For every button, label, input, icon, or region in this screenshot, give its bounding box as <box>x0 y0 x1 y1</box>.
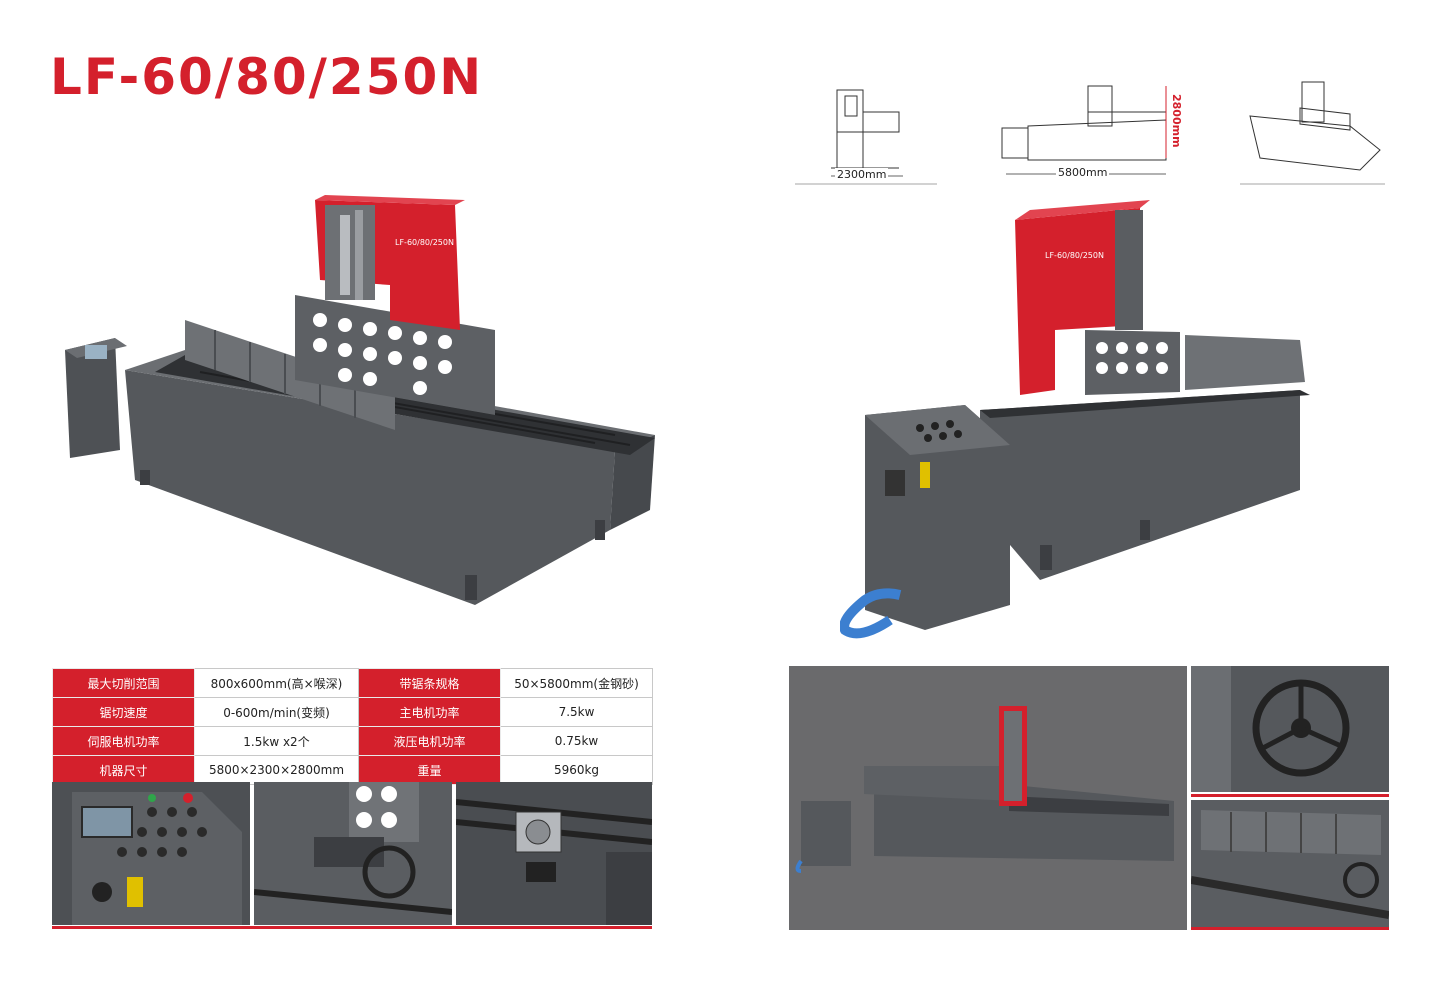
spec-row: 机器尺寸 5800×2300×2800mm 重量 5960kg <box>52 755 653 785</box>
handwheel-icon <box>362 845 416 899</box>
spec-label: 主电机功率 <box>358 697 501 727</box>
spec-row: 最大切削范围 800x600mm(高×喉深) 带锯条规格 50×5800mm(金… <box>52 668 653 698</box>
drawing-front-view: 5800mm 2800mm <box>998 82 1188 190</box>
spec-value: 5800×2300×2800mm <box>194 755 359 785</box>
spec-label: 液压电机功率 <box>358 726 501 756</box>
spec-label: 重量 <box>358 755 501 785</box>
saw-wheel-icon <box>1252 679 1350 777</box>
spec-value: 7.5kw <box>500 697 653 727</box>
dim-height-label: 2800mm <box>1170 92 1183 150</box>
machine-label-right: LF-60/80/250N <box>1045 251 1104 260</box>
photo-strip-accent <box>52 926 652 929</box>
detail-photo-fence <box>1191 800 1389 927</box>
spec-label: 伺服电机功率 <box>52 726 195 756</box>
spec-label: 带锯条规格 <box>358 668 501 698</box>
dim-width-label: 2300mm <box>835 168 889 181</box>
detail-photo-gearbox <box>456 782 652 925</box>
spec-value: 0-600m/min(变频) <box>194 697 359 727</box>
photo-accent-fence <box>1191 927 1389 930</box>
right-machine-image: LF-60/80/250N <box>840 200 1350 650</box>
detail-photo-saw-wheel <box>1191 666 1389 792</box>
drawing-side-view: 2300mm <box>795 82 937 190</box>
spec-row: 伺服电机功率 1.5kw x2个 液压电机功率 0.75kw <box>52 726 653 756</box>
main-machine-image: LF-60/80/250N <box>55 180 675 620</box>
detail-photo-handwheel <box>254 782 452 925</box>
drawing-iso-view <box>1240 78 1385 190</box>
detail-photo-control-panel <box>52 782 250 925</box>
dim-length-label: 5800mm <box>1056 166 1110 179</box>
spec-value: 5960kg <box>500 755 653 785</box>
photo-accent-saw-wheel <box>1191 794 1389 797</box>
spec-row: 锯切速度 0-600m/min(变频) 主电机功率 7.5kw <box>52 697 653 727</box>
detail-photo-overview <box>789 666 1187 930</box>
spec-value: 800x600mm(高×喉深) <box>194 668 359 698</box>
machine-label-left: LF-60/80/250N <box>395 238 454 247</box>
page-title: LF-60/80/250N <box>50 48 484 106</box>
spec-label: 最大切削范围 <box>52 668 195 698</box>
spec-label: 机器尺寸 <box>52 755 195 785</box>
spec-value: 50×5800mm(金钢砂) <box>500 668 653 698</box>
spec-label: 锯切速度 <box>52 697 195 727</box>
spec-table: 最大切削范围 800x600mm(高×喉深) 带锯条规格 50×5800mm(金… <box>52 668 653 785</box>
spec-value: 1.5kw x2个 <box>194 726 359 756</box>
spec-value: 0.75kw <box>500 726 653 756</box>
